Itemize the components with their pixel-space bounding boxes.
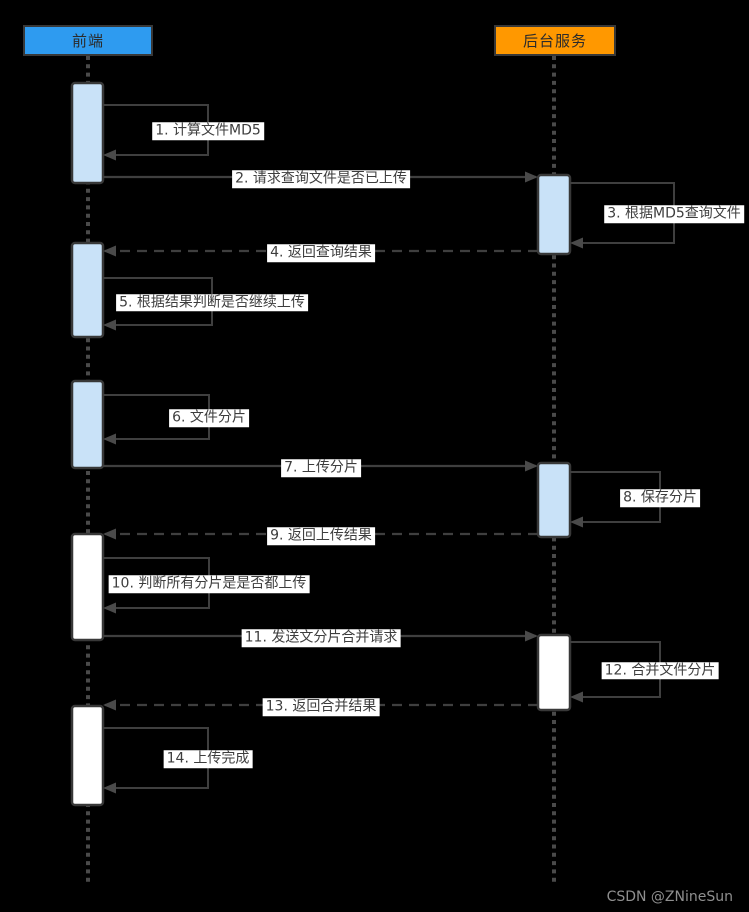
message-4-arrowhead-icon (103, 245, 116, 257)
message-10-label: 10. 判断所有分片是是否都上传 (108, 575, 310, 593)
message-12-label: 12. 合并文件分片 (601, 661, 719, 680)
message-6-label: 6. 文件分片 (169, 409, 249, 427)
message-5-arrowhead-icon (103, 319, 116, 331)
message-14-arrowhead-icon (103, 782, 116, 794)
message-7-arrowhead-icon (525, 460, 538, 472)
activation-bar-backend (536, 461, 572, 539)
message-3-label: 3. 根据MD5查询文件 (604, 205, 744, 223)
watermark: CSDN @ZNineSun (606, 889, 733, 905)
message-10-arrowhead-icon (103, 602, 116, 614)
message-9-arrowhead-icon (103, 528, 116, 540)
message-7-label: 7. 上传分片 (281, 459, 361, 477)
activation-bar-frontend (70, 704, 105, 807)
message-9-label: 9. 返回上传结果 (267, 527, 375, 545)
activation-bar-frontend (70, 532, 105, 642)
activation-bar-backend (536, 633, 572, 712)
message-2-label: 2. 请求查询文件是否已上传 (232, 170, 410, 188)
message-13-label: 13. 返回合并结果 (262, 698, 380, 716)
message-8-label: 8. 保存分片 (620, 489, 700, 507)
actor-backend: 后台服务 (494, 25, 616, 56)
message-1-label: 1. 计算文件MD5 (152, 122, 264, 140)
message-4-label: 4. 返回查询结果 (267, 244, 375, 262)
message-12-arrowhead-icon (570, 691, 583, 703)
activation-bar-frontend (70, 379, 105, 470)
message-2-arrowhead-icon (525, 171, 538, 183)
activation-bar-frontend (70, 81, 105, 185)
activation-bar-frontend (70, 241, 105, 339)
message-14-label: 14. 上传完成 (163, 750, 253, 768)
message-11-arrowhead-icon (525, 630, 538, 642)
message-13-arrowhead-icon (103, 699, 116, 711)
message-5-label: 5. 根据结果判断是否继续上传 (116, 293, 308, 312)
activation-bar-backend (536, 173, 572, 256)
message-3-arrowhead-icon (570, 237, 583, 249)
actor-frontend: 前端 (23, 25, 153, 56)
message-8-arrowhead-icon (570, 516, 583, 528)
message-11-label: 11. 发送文分片合并请求 (241, 629, 401, 647)
message-6-arrowhead-icon (103, 433, 116, 445)
message-1-arrowhead-icon (103, 149, 116, 161)
